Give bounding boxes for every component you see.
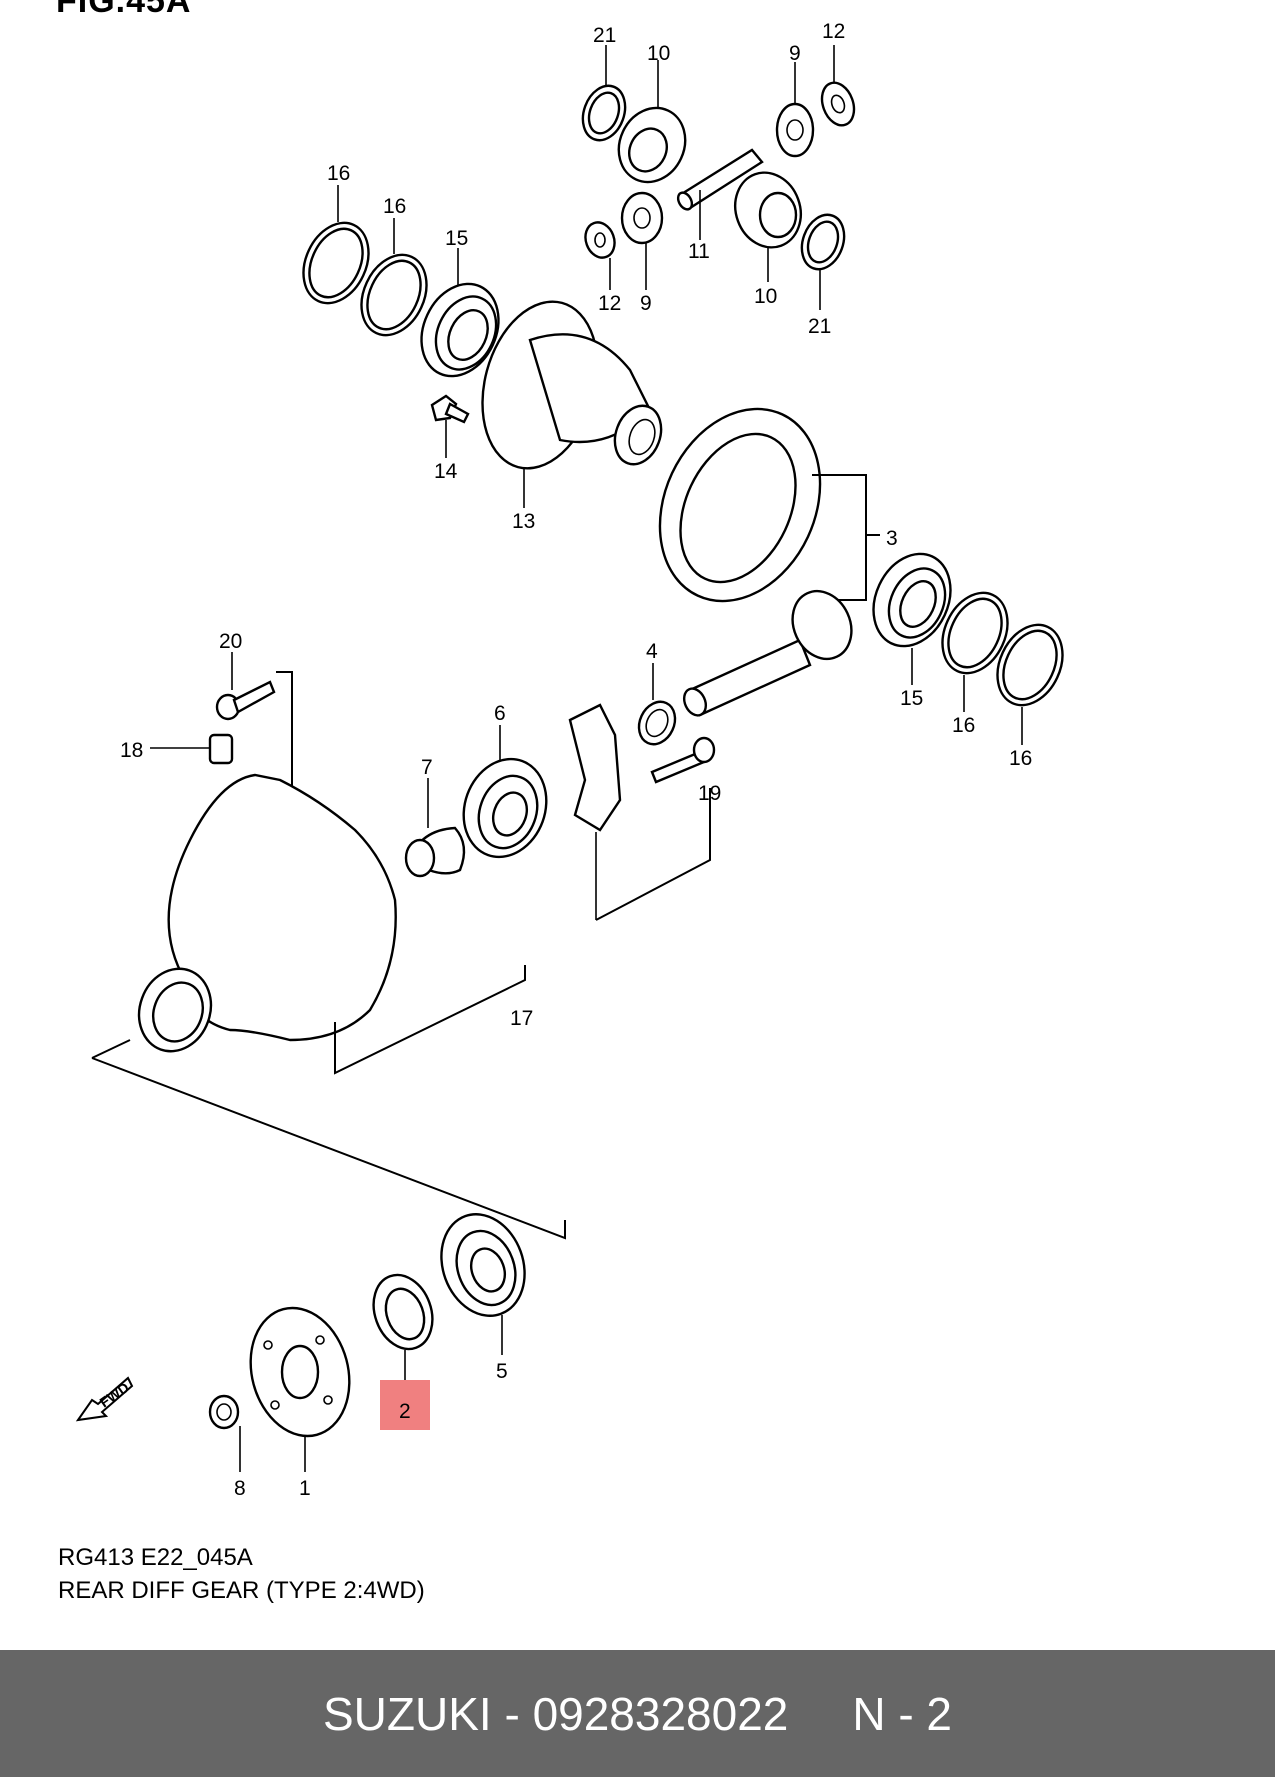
callout-16-a: 16 — [327, 162, 350, 185]
callout-12-bottom: 12 — [598, 292, 621, 315]
bearing-5 — [440, 1213, 526, 1355]
washer-12-top — [820, 45, 856, 127]
callout-6: 6 — [494, 702, 506, 725]
highlight-marker — [380, 1380, 430, 1430]
oil-seal-4 — [637, 663, 677, 746]
oil-seal-2 — [372, 1273, 434, 1430]
side-gear-10-top — [617, 60, 687, 184]
spacer-7 — [404, 778, 466, 878]
pinion-gear-9-top — [775, 62, 815, 158]
callout-1: 1 — [299, 1477, 311, 1500]
callout-7: 7 — [421, 756, 433, 779]
side-gear-10-bottom — [734, 171, 802, 282]
pinion-shaft-11 — [676, 148, 764, 240]
callout-10-bottom: 10 — [754, 285, 777, 308]
diff-carrier-housing — [137, 773, 526, 1075]
callout-21-bottom: 21 — [808, 315, 831, 338]
diagram-description: REAR DIFF GEAR (TYPE 2:4WD) — [58, 1577, 425, 1604]
callout-15-upper: 15 — [445, 227, 468, 250]
callout-16-d: 16 — [1009, 747, 1032, 770]
callout-18: 18 — [120, 739, 143, 762]
footer-part-number: 0928328022 — [532, 1687, 789, 1740]
ring-gear-3 — [658, 407, 880, 603]
footer-separator: - — [491, 1687, 533, 1740]
callout-9-top: 9 — [789, 42, 801, 65]
footer-page: N - 2 — [852, 1687, 952, 1740]
footer-gap — [788, 1687, 852, 1741]
leader-5-box-lower — [91, 1057, 566, 1240]
callout-10-top: 10 — [647, 42, 670, 65]
bearing-15-upper — [420, 248, 500, 378]
footer-brand: SUZUKI — [322, 1687, 492, 1740]
callout-15-lower: 15 — [900, 687, 923, 710]
bearing-15-lower — [872, 552, 952, 685]
callout-3: 3 — [886, 527, 898, 550]
bolt-20 — [215, 652, 293, 861]
callout-2: 2 — [399, 1400, 411, 1423]
callout-21-top: 21 — [593, 24, 616, 47]
callout-16-c: 16 — [952, 714, 975, 737]
callout-16-b: 16 — [383, 195, 406, 218]
companion-flange-1 — [249, 1306, 351, 1472]
bearing-cap-17 — [568, 703, 622, 920]
callout-13: 13 — [512, 510, 535, 533]
leader-5-box — [91, 1039, 131, 1059]
washer-12-bottom — [584, 221, 616, 290]
diff-case-13 — [481, 300, 663, 508]
bolt-19 — [595, 736, 716, 921]
pinion-gear-9-bottom — [620, 191, 664, 290]
callout-8: 8 — [234, 1477, 246, 1500]
washer-21-top — [581, 45, 627, 142]
figure-title: FIG.45A — [56, 0, 192, 20]
callout-14: 14 — [434, 460, 458, 483]
drive-pinion — [682, 589, 853, 717]
diagram-code: RG413 E22_045A — [58, 1544, 253, 1571]
callout-20: 20 — [219, 630, 242, 653]
callout-19: 19 — [698, 782, 721, 805]
callout-17: 17 — [510, 1007, 533, 1030]
callout-11: 11 — [688, 240, 710, 263]
fwd-arrow-icon: FWD — [75, 1376, 134, 1422]
nut-8 — [208, 1394, 241, 1472]
shim-16-upper-left-b — [360, 218, 428, 337]
breather-18 — [150, 733, 234, 765]
callout-12-top: 12 — [822, 20, 845, 43]
shim-16-upper-left-a — [302, 185, 370, 305]
callout-9-bottom: 9 — [640, 292, 652, 315]
washer-21-bottom — [800, 213, 846, 310]
footer-bar: SUZUKI - 0928328022 N - 2 — [0, 1650, 1275, 1777]
bolt-14 — [430, 394, 470, 458]
bearing-6 — [462, 725, 548, 859]
callout-5: 5 — [496, 1360, 508, 1383]
shim-16-lower-b — [996, 623, 1064, 745]
callout-4: 4 — [646, 640, 658, 663]
exploded-parts-diagram: FWD 21 10 9 12 16 16 15 12 9 11 10 21 14… — [75, 20, 1064, 1500]
shim-16-lower-a — [941, 591, 1009, 712]
